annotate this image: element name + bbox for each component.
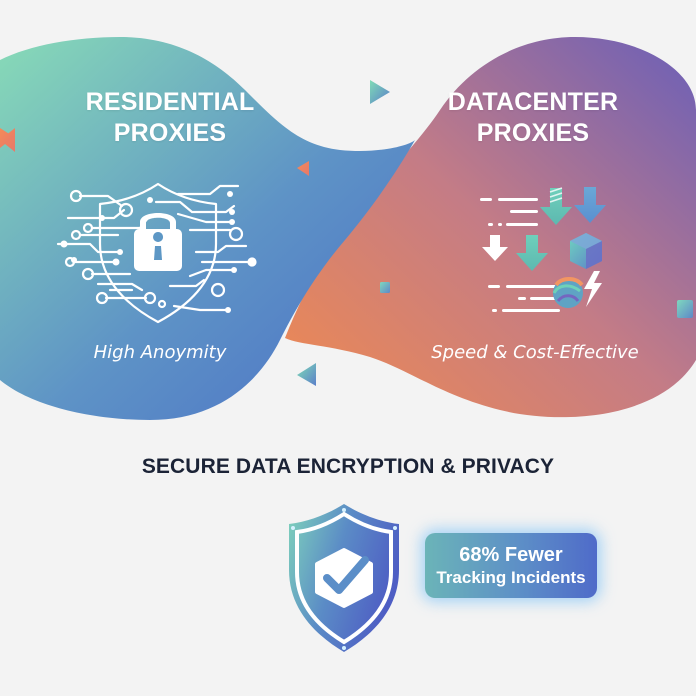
section-heading: SECURE DATA ENCRYPTION & PRIVACY [141,455,555,478]
title-line-2: PROXIES [113,119,227,147]
stat-badge: 68% Fewer Tracking Incidents [425,533,597,598]
residential-proxies-title: RESIDENTIAL PROXIES [40,87,300,149]
datacenter-proxies-title: DATACENTER PROXIES [398,87,668,149]
circuit-shield-lock-icon [56,182,257,324]
residential-blob [0,37,415,420]
triangle-decoration [297,161,309,176]
datacenter-blob [285,37,696,418]
square-decoration [380,282,390,293]
title-line-2: PROXIES [476,119,590,147]
shield-check-icon [289,504,399,652]
datacenter-tagline: Speed & Cost-Effective [431,342,639,363]
triangle-decoration [370,80,390,104]
triangle-decoration [297,363,316,386]
stat-value: 68% Fewer [459,543,563,566]
stat-label: Tracking Incidents [436,567,586,587]
title-line-1: RESIDENTIAL [85,88,255,116]
residential-tagline: High Anoymity [93,342,227,363]
triangle-decoration [0,128,14,148]
data-transfer-arrows-cube-lightning-icon [480,187,606,312]
square-decoration [677,300,693,318]
title-line-1: DATACENTER [447,88,619,116]
